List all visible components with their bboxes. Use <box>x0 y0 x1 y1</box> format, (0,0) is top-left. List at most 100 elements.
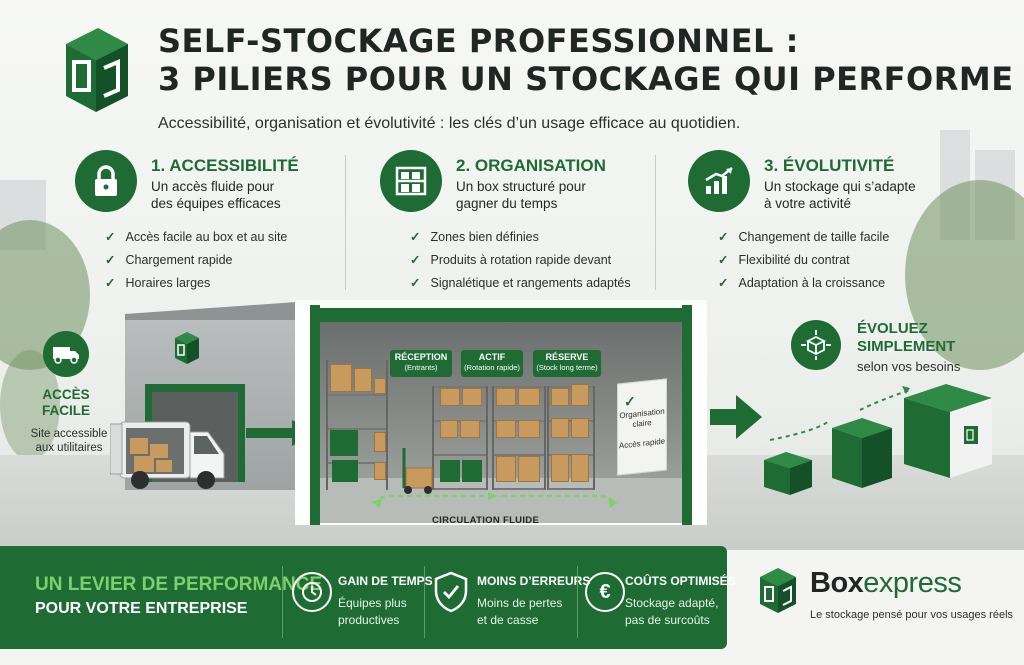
zone-sign-reserve: RÉSERVE (Stock long terme) <box>533 350 601 377</box>
checklist-item: ✓Flexibilité du contrat <box>718 249 889 272</box>
benefit-desc-line: Équipes plus <box>338 596 407 610</box>
check-icon: ✓ <box>105 230 116 244</box>
zone-sign-title: ACTIF <box>478 352 506 362</box>
pillar-checklist: ✓Changement de taille facile ✓Flexibilit… <box>718 226 889 295</box>
checklist-item: ✓ Adaptation à la croissance <box>718 272 889 295</box>
carton-box <box>551 454 569 482</box>
page-subtitle: Accessibilité, organisation et évolutivi… <box>158 115 741 132</box>
pillar-desc-line: gagner du temps <box>456 196 558 211</box>
circulation-label: CIRCULATION FLUIDE <box>432 515 540 526</box>
carton-box <box>374 378 386 394</box>
pillar-desc-line: Un accès fluide pour <box>151 179 275 194</box>
checklist-item: ✓Horaires larges <box>105 272 287 295</box>
pillar-scalability: 3. ÉVOLUTIVITÉ Un stockage qui s’adapte … <box>688 150 1008 295</box>
boxexpress-logo-icon <box>760 568 796 613</box>
pillar-title: 1. ACCESSIBILITÉ <box>151 156 299 175</box>
storage-box-left-post <box>295 305 320 525</box>
evolution-title-line: ÉVOLUEZ <box>857 320 928 337</box>
benefit-desc-line: pas de surcoûts <box>625 613 710 627</box>
page-title: SELF-STOCKAGE PROFESSIONNEL : 3 PILIERS … <box>158 22 1014 98</box>
carton-box <box>518 388 540 406</box>
checklist-item: ✓ Changement de taille facile <box>718 226 889 249</box>
checklist-text: Produits à rotation rapide devant <box>430 253 612 267</box>
checklist-text: Signalétique et rangements adaptés <box>430 276 631 290</box>
carton-box <box>440 388 460 406</box>
zone-sign-sub: (Entrants) <box>404 363 438 372</box>
evolution-desc: selon vos besoins <box>857 359 961 374</box>
circulation-arrow-icon <box>372 492 618 508</box>
carton-box <box>496 420 516 438</box>
brand-name: Boxexpress <box>810 567 962 600</box>
carton-box <box>551 418 569 438</box>
check-icon: ✓ <box>410 230 421 244</box>
warehouse-logo-icon <box>175 332 199 364</box>
checklist-item: ✓ Accès facile au box et au site <box>105 226 287 249</box>
access-title: ACCÈS FACILE <box>30 387 102 419</box>
banner-headline: UN LEVIER DE PERFORMANCE <box>35 574 323 595</box>
brand-name-part: express <box>863 567 962 599</box>
pillar-desc: Un box structuré pour gagner du temps <box>456 178 626 212</box>
check-icon: ✓ <box>718 276 729 290</box>
access-desc: Site accessible aux utilitaires <box>26 427 112 455</box>
carton-box <box>440 420 458 438</box>
carton-box <box>551 388 569 406</box>
banner-divider <box>282 566 283 638</box>
storage-box-lintel <box>320 308 682 322</box>
carton-box <box>330 364 352 392</box>
pillar-title: 2. ORGANISATION <box>456 156 606 175</box>
shield-check-icon <box>432 570 470 614</box>
pillar-checklist: ✓ Zones bien définies ✓ Produits à rotatio… <box>410 226 631 295</box>
checklist-text: Flexibilité du contrat <box>738 253 850 267</box>
checklist-text: Adaptation à la croissance <box>738 276 886 290</box>
hand-truck-icon <box>402 448 433 494</box>
title-line-2: 3 PILIERS POUR UN STOCKAGE QUI PERFORME <box>158 60 1014 98</box>
checklist-text: Zones bien définies <box>430 230 539 244</box>
carton-box <box>518 420 540 438</box>
benefit-desc-line: productives <box>338 613 400 627</box>
benefit-title: MOINS D’ERREURS <box>477 574 591 588</box>
evolution-title: ÉVOLUEZ SIMPLEMENT <box>857 320 955 356</box>
shelves-icon <box>380 150 442 212</box>
growing-cubes-illustration <box>764 384 992 495</box>
boxexpress-logo-icon <box>66 28 128 112</box>
benefit-desc-line: et de casse <box>477 613 539 627</box>
checklist-item: ✓ Zones bien définies <box>410 226 631 249</box>
storage-bin <box>332 460 358 482</box>
access-title-line: ACCÈS <box>42 387 90 402</box>
organisation-board: ✓ Organisation claire Accès rapide <box>617 378 667 476</box>
storage-box-right-post <box>682 305 707 525</box>
van-icon <box>43 331 89 377</box>
zone-sign-title: RÉCEPTION <box>394 352 448 362</box>
check-icon: ✓ <box>410 253 421 267</box>
board-text: Accès rapide <box>618 436 666 451</box>
access-desc-line: aux utilitaires <box>35 442 103 454</box>
brand-tagline: Le stockage pensé pour vos usages réels <box>810 609 1014 621</box>
benefit-desc-line: Moins de pertes <box>477 596 563 610</box>
access-title-line: FACILE <box>41 403 90 418</box>
banner-divider <box>577 566 578 638</box>
pillar-divider <box>655 155 656 290</box>
zone-sign-title: RÉSERVE <box>545 352 589 362</box>
carton-box <box>496 388 516 406</box>
pillar-desc: Un stockage qui s’adapte à votre activit… <box>764 178 934 212</box>
carton-box <box>496 456 516 482</box>
checklist-text: Accès facile au box et au site <box>125 230 288 244</box>
check-icon: ✓ <box>718 230 729 244</box>
benefit-title: COÛTS OPTIMISÉS <box>625 574 736 588</box>
carton-box <box>571 384 589 406</box>
padlock-icon <box>75 150 137 212</box>
zone-sign-active: ACTIF (Rotation rapide) <box>461 350 523 377</box>
carton-box <box>354 368 372 392</box>
pillar-desc: Un accès fluide pour des équipes efficac… <box>151 178 321 212</box>
carton-box <box>571 454 589 482</box>
benefit-desc: Équipes plus productives <box>338 595 438 629</box>
brand-name-part: Box <box>810 567 864 599</box>
euro-icon: € <box>585 572 625 612</box>
carton-box <box>374 432 386 452</box>
carton-box <box>571 418 589 438</box>
pillar-organisation: 2. ORGANISATION Un box structuré pour ga… <box>380 150 700 295</box>
storage-bin <box>440 460 460 482</box>
pillar-desc-line: Un box structuré pour <box>456 179 586 194</box>
checklist-text: Changement de taille facile <box>738 230 890 244</box>
title-line-1: SELF-STOCKAGE PROFESSIONNEL : <box>158 22 799 60</box>
